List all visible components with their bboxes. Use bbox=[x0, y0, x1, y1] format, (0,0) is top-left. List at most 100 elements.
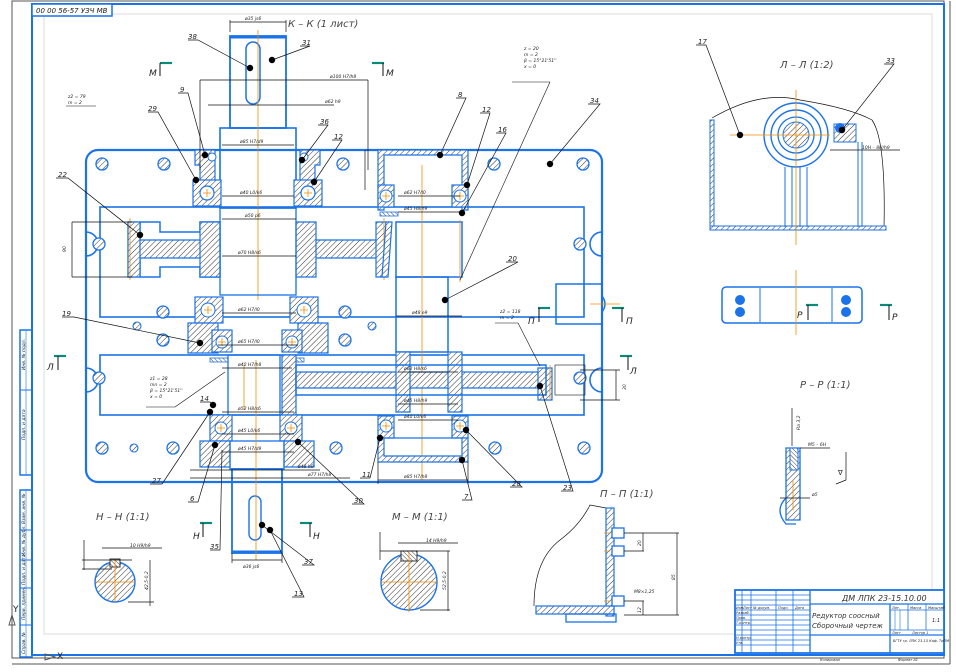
dim-85-gear: ø85 Н7/h8 bbox=[403, 474, 428, 480]
view-l-title: Л – Л (1:2) bbox=[779, 60, 833, 71]
callout-9: 9 bbox=[180, 86, 185, 94]
title-block: Изм. Лист № докум. Подп. Дата Разраб. Пр… bbox=[734, 589, 949, 662]
gear-left-x: x = 0 bbox=[149, 394, 162, 400]
view-m-key: 14 Н9/h9 bbox=[426, 538, 447, 544]
outer-sheet-border bbox=[11, 0, 945, 659]
view-l-dim: 10Н – 8Н/h9 bbox=[862, 145, 890, 151]
callout-33: 33 bbox=[886, 57, 895, 65]
tb-footer-right: Формат А1 bbox=[898, 658, 918, 662]
dim-77-low: ø77 Н7/h8 bbox=[307, 472, 332, 478]
flange-view: Р Р bbox=[721, 270, 898, 335]
tb-row-0: Разраб. bbox=[736, 611, 750, 615]
key-slot-top bbox=[245, 41, 261, 105]
gear-mid-x: x = 0 bbox=[523, 64, 536, 70]
side-label-3: Инв. № дубл. bbox=[21, 525, 27, 556]
ucs-axis-marker: Y X bbox=[8, 605, 63, 662]
dim-71-mid: ø40 Н7/h8 bbox=[237, 362, 262, 368]
gear-parameters-right: z2 = 118 m = 2 bbox=[495, 309, 541, 367]
callout-37: 37 bbox=[304, 558, 313, 566]
housing-lower-cavity bbox=[99, 354, 585, 416]
section-mark-m-right: М bbox=[386, 69, 394, 79]
section-view-r: Р – Р (1:1) Ra 3,2 М5 – 6Н ø5 ∇ bbox=[779, 380, 851, 525]
gear-mid-z: z = 20 bbox=[523, 46, 539, 52]
callout-35: 35 bbox=[210, 543, 219, 551]
dim-30: 30 bbox=[622, 384, 628, 390]
dim-45-right: ø45 Н8/h9 bbox=[403, 206, 428, 212]
dim-50-top: ø50 p6 bbox=[244, 213, 261, 219]
callout-12a: 12 bbox=[334, 133, 343, 141]
section-view-p: П – П (1:1) 20 85 М8×1,25 12 bbox=[533, 489, 679, 623]
section-markers: М М Л Л П П Н Н bbox=[46, 61, 637, 542]
tb-col-0: Изм. bbox=[736, 606, 744, 610]
callout-14: 14 bbox=[200, 395, 209, 403]
callout-23: 23 bbox=[563, 484, 572, 492]
tb-sheet: Лист bbox=[891, 631, 902, 635]
tb-designation: ДМ ЛПК 23-15.10.00 bbox=[841, 594, 927, 603]
gear-parameters-middle: z = 20 m = 2 β = 15°21'51'' x = 0 bbox=[459, 46, 557, 281]
gear-parameters-top: z2 = 79 m = 2 bbox=[66, 94, 96, 107]
dim-45-low: ø45 L0/k6 bbox=[237, 428, 260, 434]
callout-29: 29 bbox=[148, 105, 157, 113]
tb-footer-left: Копировал bbox=[820, 658, 841, 662]
section-view-m: М – М (1:1) 14 Н9/h9 52,5-0,2 bbox=[379, 512, 458, 612]
dim-52-mid: ø52 Н8/s6 bbox=[237, 406, 261, 412]
callout-30: 30 bbox=[354, 497, 363, 505]
side-label-5: Перв. примен. bbox=[21, 586, 27, 620]
dim-45-low2: ø45 Н7/d9 bbox=[237, 446, 262, 452]
callout-22: 22 bbox=[58, 171, 67, 179]
dim-45-gear1: ø45 Н8/h9 bbox=[403, 398, 428, 404]
tb-row-4: Утв. bbox=[736, 641, 743, 645]
view-p-title: П – П (1:1) bbox=[600, 489, 653, 500]
callout-8: 8 bbox=[458, 91, 463, 99]
section-mark-r-left: Р bbox=[797, 311, 803, 321]
dim-48-gear: ø48 е9 bbox=[411, 310, 428, 316]
dim-62-mid: ø62 Н7/l0 bbox=[237, 307, 260, 313]
callout-11: 11 bbox=[362, 471, 371, 479]
axis-y-label: Y bbox=[12, 605, 19, 615]
tb-row-3: Н.контр. bbox=[736, 636, 752, 640]
dim-40-gear2: ø40 L0/k6 bbox=[403, 414, 426, 420]
section-view-l: Л – Л (1:2) 10Н – 8Н/h9 17 33 bbox=[696, 38, 900, 245]
callout-16: 16 bbox=[498, 126, 507, 134]
inner-guide bbox=[43, 13, 933, 635]
section-mark-p-left: П bbox=[528, 317, 535, 327]
section-mark-r-right: Р bbox=[892, 313, 898, 323]
stamp-code: 00 00 56-57 УЗЧ МВ bbox=[36, 7, 108, 15]
callout-27: 27 bbox=[152, 477, 161, 485]
view-m-height: 52,5-0,2 bbox=[442, 571, 448, 590]
dim-62-gear: ø62 Н8/s6 bbox=[403, 366, 427, 372]
callout-28: 28 bbox=[512, 480, 521, 488]
dim-top-shaft: ø35 js6 bbox=[244, 16, 262, 22]
callout-20: 20 bbox=[508, 255, 517, 263]
tb-right-2: Масштаб bbox=[928, 606, 945, 610]
lower-gear bbox=[281, 351, 586, 416]
tb-right-1: Масса bbox=[910, 606, 921, 610]
dim-top-62: ø62 h9 bbox=[324, 99, 341, 105]
dim-90: 90 bbox=[62, 246, 68, 252]
view-n-key: 10 Н9/h9 bbox=[130, 543, 151, 549]
view-n-title: Н – Н (1:1) bbox=[96, 512, 149, 523]
tb-col-2: № докум. bbox=[752, 606, 770, 610]
intermediate-shaft bbox=[381, 165, 463, 480]
tb-row-2: Т.контр. bbox=[736, 621, 751, 625]
roughness-symbol: ∇ bbox=[837, 469, 843, 477]
gear-top-m: m = 2 bbox=[68, 100, 82, 106]
tb-sheets: Листов 1 bbox=[911, 631, 928, 635]
callout-13: 13 bbox=[294, 590, 303, 598]
key-slot-bottom bbox=[248, 495, 262, 541]
section-mark-n-right: Н bbox=[313, 532, 320, 542]
view-p-thread: М8×1,25 bbox=[634, 589, 655, 595]
gear-mid-m: m = 2 bbox=[524, 52, 538, 58]
side-label-6: Справ. № bbox=[21, 632, 27, 654]
gear-parameters-left: z1 = 28 mn = 2 β = 15°21'51'' x = 0 bbox=[146, 371, 226, 408]
tb-col-3: Подп. bbox=[778, 606, 789, 610]
dim-40-top: ø40 L0/k6 bbox=[239, 190, 262, 196]
drawing-frame bbox=[31, 3, 945, 656]
callout-7: 7 bbox=[464, 493, 469, 501]
callout-31: 31 bbox=[302, 39, 311, 47]
view-p-dim-85: 85 bbox=[671, 574, 677, 580]
section-mark-l-right: Л bbox=[629, 367, 637, 377]
dimension-lines bbox=[71, 20, 620, 563]
side-block: Инв. № подл. Подп. и дата Взам. инв. № И… bbox=[19, 329, 33, 658]
